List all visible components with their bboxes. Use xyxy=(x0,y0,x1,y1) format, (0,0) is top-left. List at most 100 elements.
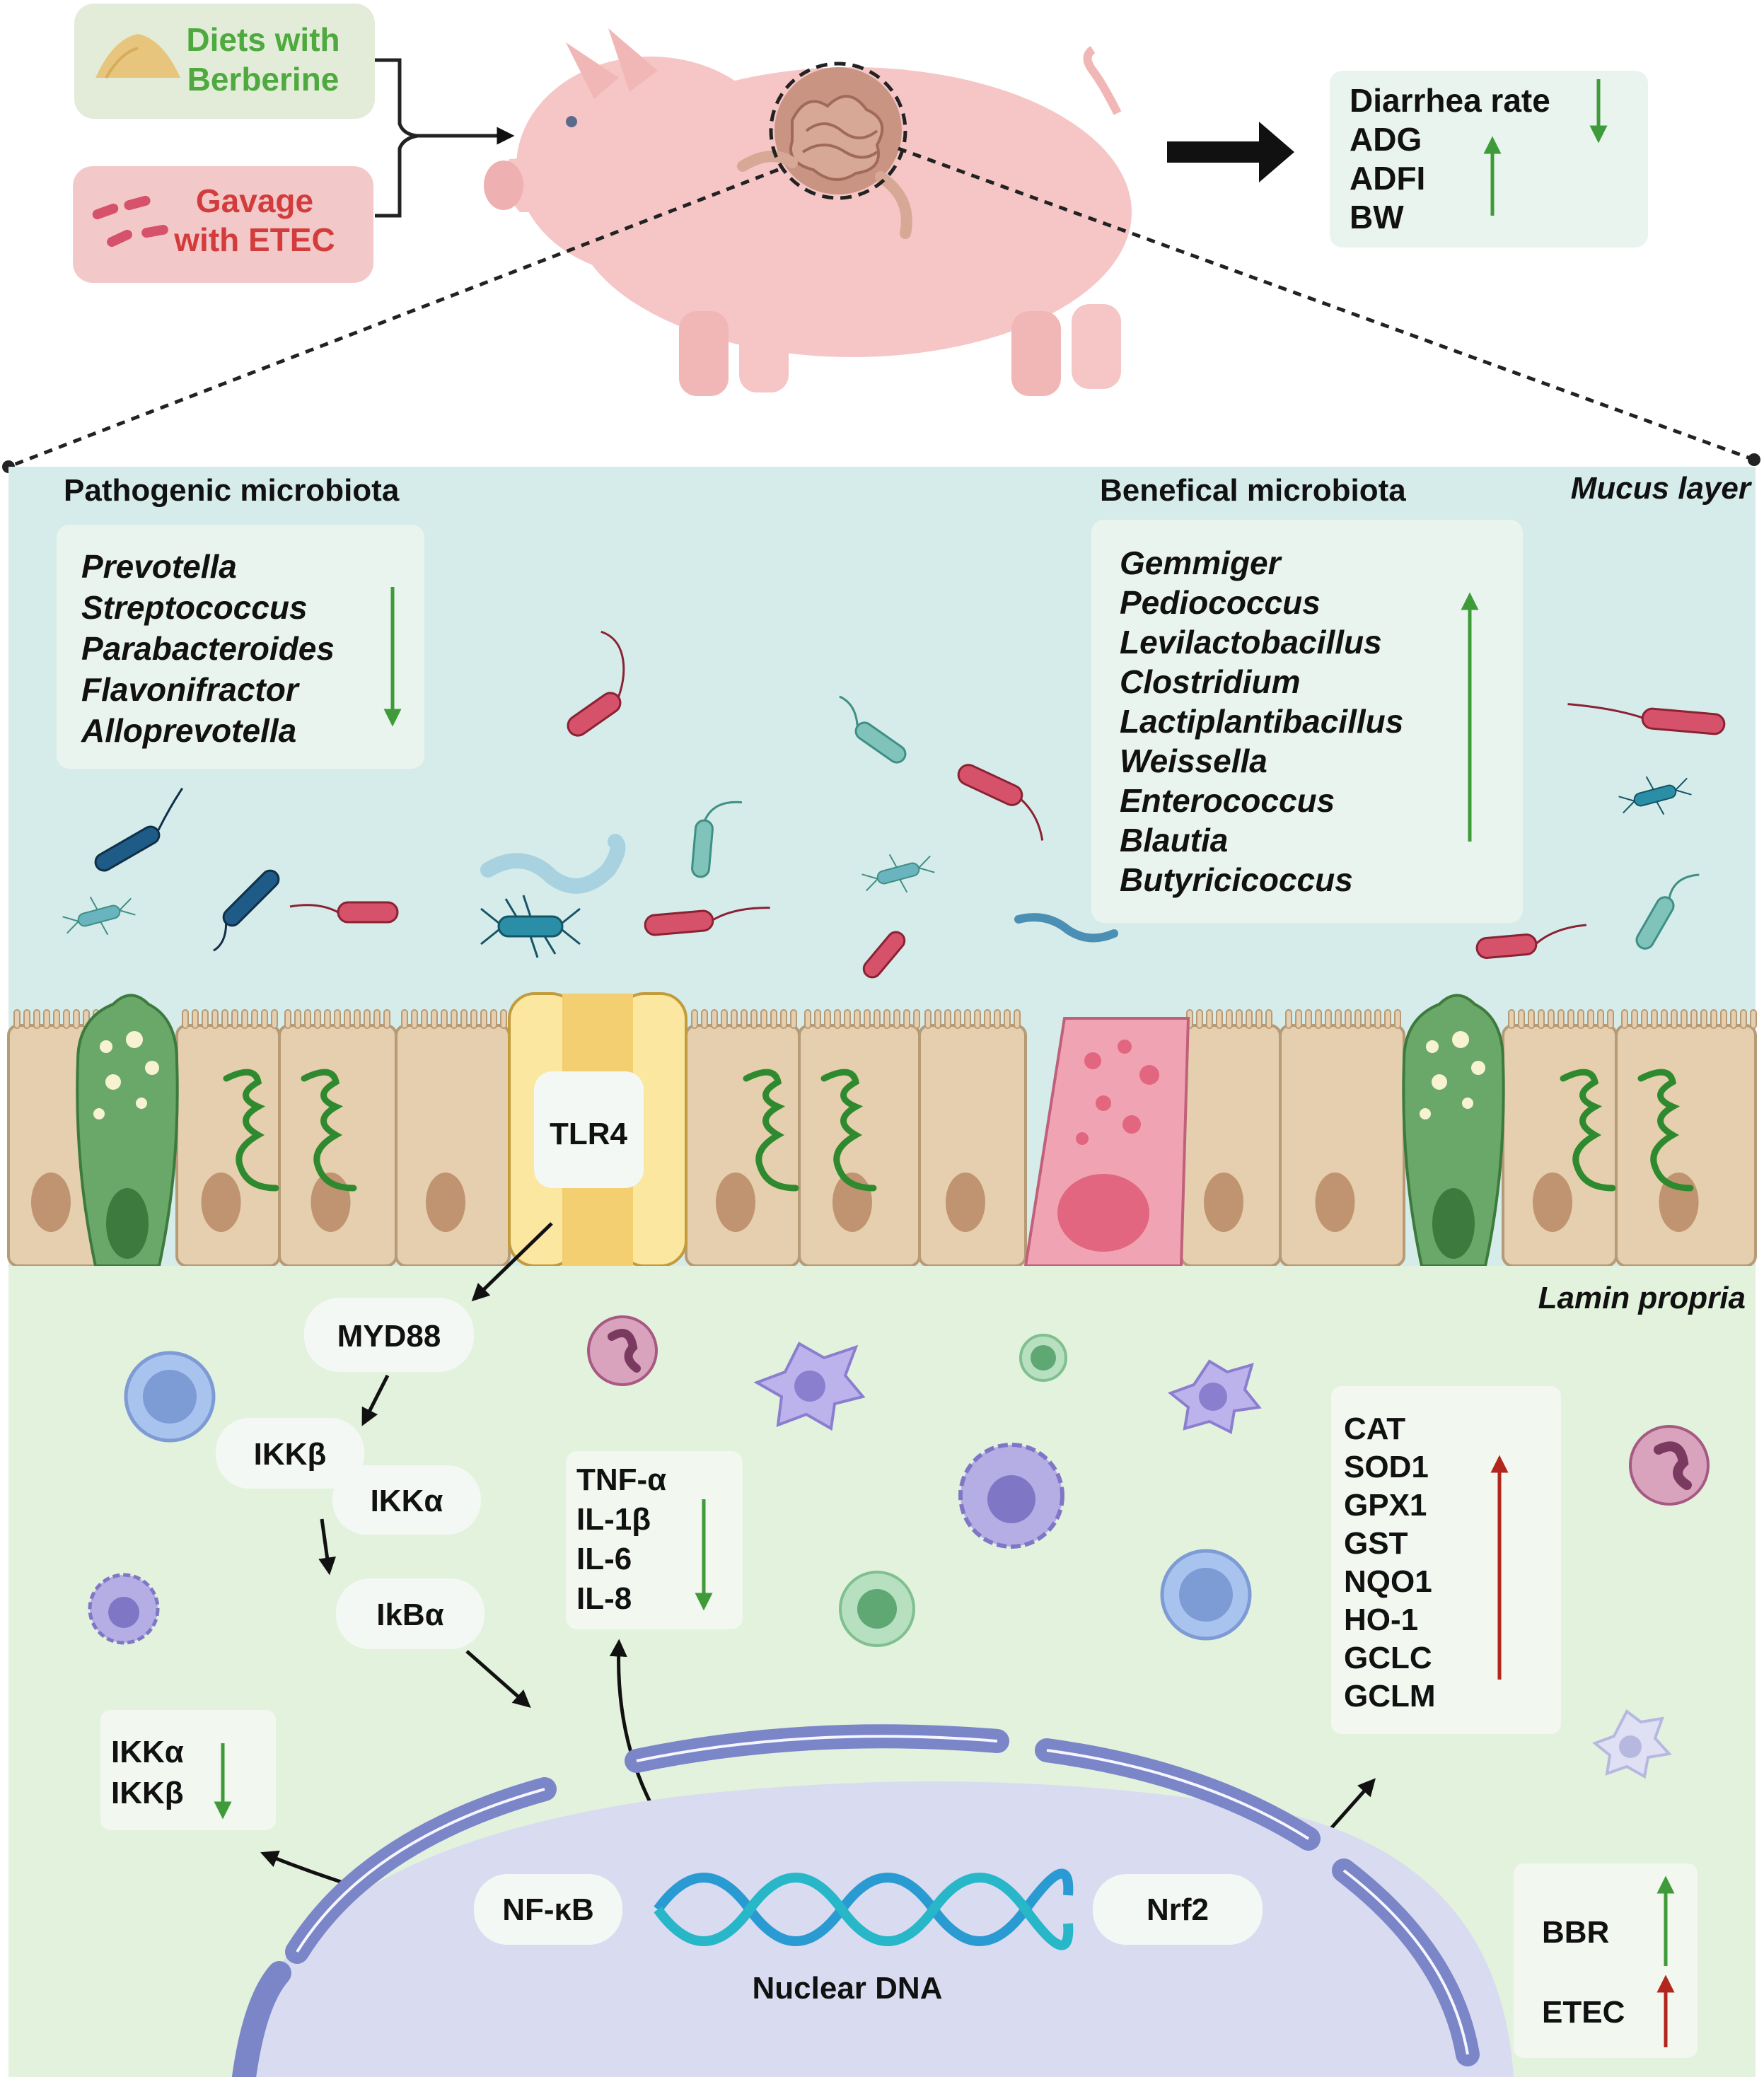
antioxidant-item: CAT xyxy=(1344,1412,1405,1446)
monocyte-icon xyxy=(958,1443,1064,1549)
cytokine-item: IL-6 xyxy=(576,1542,632,1576)
cytokine-item: IL-1β xyxy=(576,1502,651,1537)
immune-cell-icon xyxy=(1160,1549,1252,1641)
pig-leg xyxy=(1011,311,1061,396)
pathogenic-item: Streptococcus xyxy=(81,589,308,626)
tight-junction-protein xyxy=(223,1069,279,1192)
nuclear-dna-label: Nuclear DNA xyxy=(753,1971,943,2006)
bacterium-icon xyxy=(1567,703,1726,735)
feed-pile-icon xyxy=(95,34,180,78)
beneficial-item: Butyricicoccus xyxy=(1120,861,1353,898)
cytokine-item: TNF-α xyxy=(576,1462,666,1497)
ikk-down-item: IKKβ xyxy=(111,1776,184,1810)
pig-leg xyxy=(739,311,789,392)
ikba-node: IkBα xyxy=(336,1578,484,1649)
nrf2-node: Nrf2 xyxy=(1093,1874,1263,1945)
bacterium-icon xyxy=(862,931,906,979)
beneficial-item: Lactiplantibacillus xyxy=(1120,703,1403,740)
immune-cell-icon xyxy=(124,1351,216,1443)
diet-box: Diets with Berberine xyxy=(74,4,375,119)
beneficial-item: Weissella xyxy=(1120,743,1267,779)
legend-box: BBR ETEC xyxy=(1514,1863,1698,2058)
dna-helix-icon xyxy=(654,1868,1074,1950)
diet-label-line1: Diets with xyxy=(186,21,340,58)
pig-leg xyxy=(1072,304,1121,389)
antioxidant-item: GPX1 xyxy=(1344,1488,1427,1523)
antioxidant-item: GCLC xyxy=(1344,1641,1432,1675)
tight-junction-protein xyxy=(1560,1069,1616,1192)
bacterium-icon xyxy=(957,764,1044,841)
neutrophil-icon xyxy=(587,1315,658,1386)
ikka-label: IKKα xyxy=(371,1484,443,1518)
bacterium-icon xyxy=(1475,924,1586,959)
pathogenic-item: Parabacteroides xyxy=(81,630,335,667)
outcome-item: ADFI xyxy=(1350,160,1425,197)
spirochete-icon xyxy=(480,834,626,894)
tight-junctions xyxy=(223,1069,1694,1192)
input-bracket xyxy=(375,58,515,218)
antioxidant-item: GCLM xyxy=(1344,1679,1436,1714)
epithelial-cell xyxy=(685,1009,801,1267)
bacterium-icon xyxy=(62,896,136,936)
epithelium: TLR4 xyxy=(7,992,1757,1267)
bacterium-icon xyxy=(213,869,280,952)
spirochete-icon xyxy=(1014,913,1118,943)
ikk-down-box: IKKα IKKβ xyxy=(100,1710,276,1830)
tight-junction-protein xyxy=(301,1069,357,1192)
mucus-layer: Mucus layer Pathogenic microbiota Benefi… xyxy=(8,467,1756,1061)
tlr4-label: TLR4 xyxy=(550,1117,628,1151)
outcome-arrow xyxy=(1167,122,1294,182)
intestine-icon xyxy=(737,62,912,239)
bacterium-icon xyxy=(839,695,907,764)
nfkb-label: NF-κB xyxy=(502,1892,594,1927)
gavage-box: Gavage with ETEC xyxy=(73,166,373,283)
epithelial-cell xyxy=(918,1009,1027,1267)
antioxidant-item: GST xyxy=(1344,1526,1408,1561)
pathogenic-item: Prevotella xyxy=(81,548,237,585)
diet-label-line2: Berberine xyxy=(187,61,340,98)
lamina-propria: Lamin propria xyxy=(8,1222,1756,2077)
bacterium-icon xyxy=(691,801,743,878)
paneth-cell xyxy=(1023,1017,1190,1267)
epithelial-cell xyxy=(175,1009,281,1267)
ikkb-node: IKKβ xyxy=(216,1418,364,1489)
pathogenic-item: Flavonifractor xyxy=(81,671,300,708)
antioxidant-item: SOD1 xyxy=(1344,1450,1429,1484)
bacteria-scatter xyxy=(62,630,1726,979)
lymphocyte-icon xyxy=(1019,1334,1067,1382)
epithelial-cell xyxy=(1615,1009,1757,1267)
myd88-label: MYD88 xyxy=(337,1319,441,1354)
macrophage-icon xyxy=(1592,1709,1672,1779)
bacterium-icon xyxy=(644,907,770,936)
epithelial-cell xyxy=(395,1009,511,1267)
beneficial-box: Gemmiger Pediococcus Levilactobacillus C… xyxy=(1091,520,1523,923)
lamina-propria-label: Lamin propria xyxy=(1538,1281,1746,1315)
beneficial-item: Levilactobacillus xyxy=(1120,624,1382,661)
tight-junction-protein xyxy=(743,1069,799,1192)
pathogenic-item: Alloprevotella xyxy=(81,712,296,749)
legend-etec-label: ETEC xyxy=(1542,1995,1625,2030)
antioxidant-item: HO-1 xyxy=(1344,1602,1418,1637)
neutrophil-icon xyxy=(1629,1425,1710,1506)
beneficial-item: Blautia xyxy=(1120,822,1228,859)
monocyte-icon xyxy=(88,1573,160,1645)
tight-junction-protein xyxy=(820,1069,877,1192)
nucleus: Nuclear DNA xyxy=(232,1724,1514,2077)
cytokine-item: IL-8 xyxy=(576,1581,632,1616)
outcome-item: BW xyxy=(1350,199,1404,235)
antioxidant-item: NQO1 xyxy=(1344,1564,1432,1599)
beneficial-item: Pediococcus xyxy=(1120,584,1321,621)
pig-illustration xyxy=(484,28,1132,396)
bacterium-icon xyxy=(1618,776,1692,815)
epithelial-cell xyxy=(798,1009,921,1267)
epithelial-cell xyxy=(1180,1009,1282,1267)
nfkb-node: NF-κB xyxy=(474,1874,622,1945)
zoom-lines xyxy=(8,146,1755,469)
epithelial-cell xyxy=(1279,1009,1405,1267)
pathogenic-box: Prevotella Streptococcus Parabacteroides… xyxy=(57,525,424,769)
tight-junction-protein xyxy=(1637,1069,1694,1192)
gavage-label-line1: Gavage xyxy=(196,182,313,219)
epithelial-cell xyxy=(278,1009,398,1267)
epithelial-cell xyxy=(1502,1009,1618,1267)
